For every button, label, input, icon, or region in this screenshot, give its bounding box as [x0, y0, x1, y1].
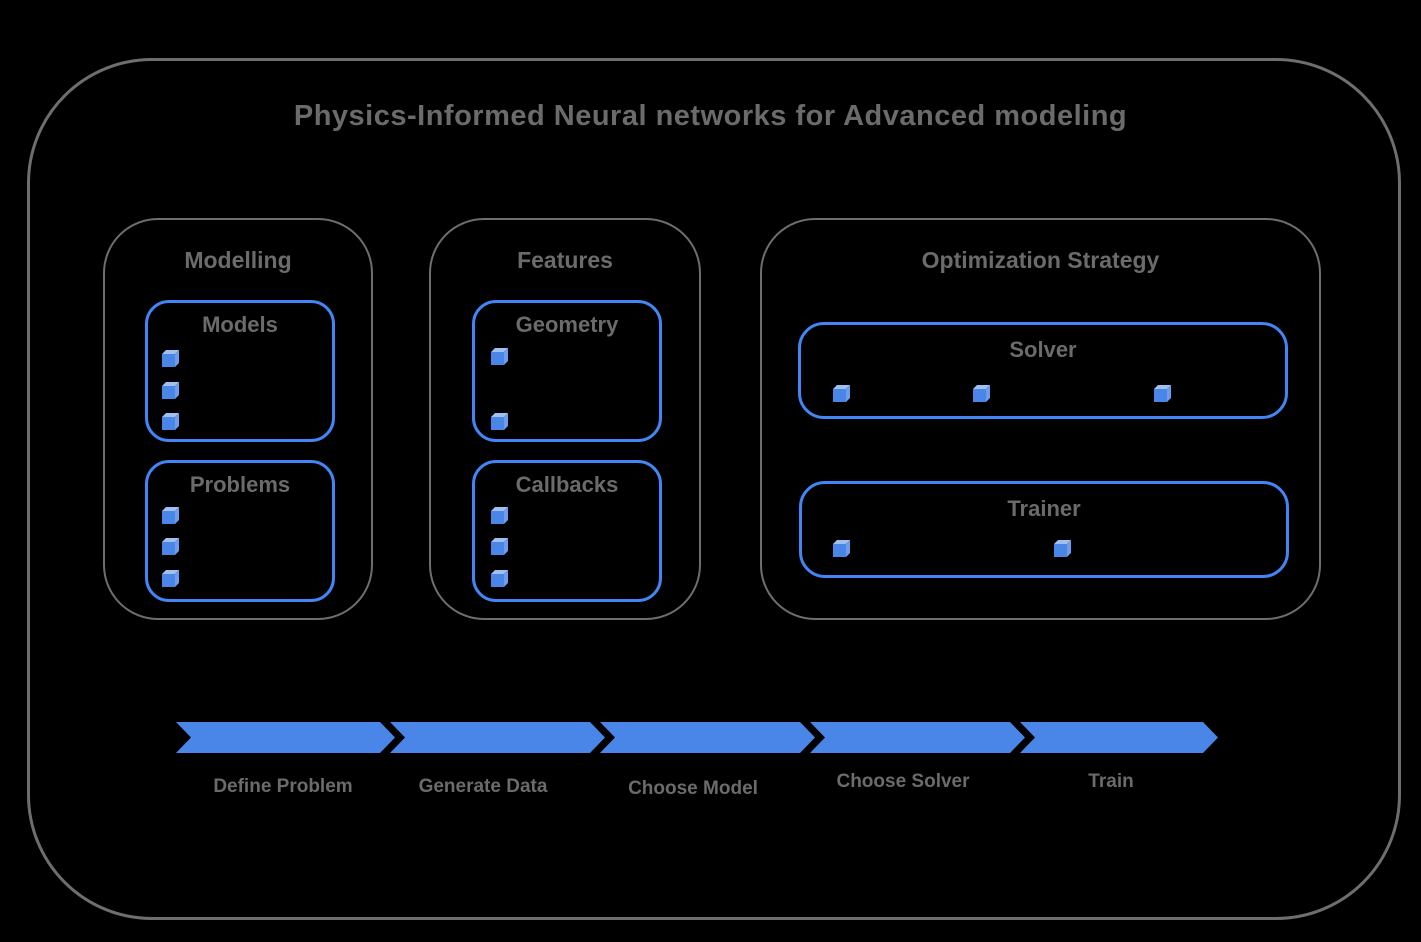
box-models: Models — [145, 300, 335, 442]
cube-icon — [162, 538, 180, 556]
flow-step-train: Train — [1088, 771, 1134, 792]
box-problems-title: Problems — [189, 472, 291, 497]
box-problems: Problems — [145, 460, 335, 602]
cube-icon — [491, 413, 509, 431]
cube-icon — [973, 385, 991, 403]
cube-icon — [162, 570, 180, 588]
flow-step-define-problem: Define Problem — [213, 776, 353, 797]
cube-icon — [1154, 385, 1172, 403]
cube-icon — [162, 382, 180, 400]
box-geometry-title: Geometry — [515, 312, 619, 337]
cube-icon — [833, 385, 851, 403]
group-features-title: Features — [517, 247, 613, 273]
cube-icon — [491, 570, 509, 588]
cube-icon — [491, 507, 509, 525]
group-features: Features Geometry Callbacks — [429, 218, 701, 620]
flow-step-generate-data: Generate Data — [418, 776, 548, 797]
box-callbacks-title: Callbacks — [515, 472, 619, 497]
box-trainer-title: Trainer — [1007, 496, 1081, 521]
box-callbacks: Callbacks — [472, 460, 662, 602]
flow-arrow-segment — [600, 722, 815, 753]
group-optimization-title: Optimization Strategy — [921, 247, 1160, 273]
cube-icon — [491, 538, 509, 556]
box-geometry: Geometry — [472, 300, 662, 442]
flow-arrow-segment — [390, 722, 605, 753]
diagram-title: Physics-Informed Neural networks for Adv… — [293, 100, 1128, 132]
box-solver-title: Solver — [1009, 337, 1077, 362]
group-modelling: Modelling Models Problems — [103, 218, 373, 620]
box-trainer: Trainer — [799, 481, 1289, 578]
flow-step-choose-model: Choose Model — [628, 778, 758, 799]
cube-icon — [833, 540, 851, 558]
cube-icon — [162, 507, 180, 525]
box-models-title: Models — [202, 312, 278, 337]
cube-icon — [162, 413, 180, 431]
group-optimization: Optimization Strategy Solver Trainer — [760, 218, 1321, 620]
outer-frame — [27, 58, 1401, 920]
cube-icon — [1054, 540, 1072, 558]
flow-arrow-segment — [810, 722, 1025, 753]
cube-icon — [162, 350, 180, 368]
flow-step-choose-solver: Choose Solver — [836, 771, 970, 792]
group-modelling-title: Modelling — [184, 247, 292, 273]
flow-arrow-segment — [1020, 722, 1218, 753]
flow-arrow — [176, 722, 1218, 753]
flow-arrow-segment — [176, 722, 395, 753]
box-solver: Solver — [798, 322, 1288, 419]
cube-icon — [491, 348, 509, 366]
